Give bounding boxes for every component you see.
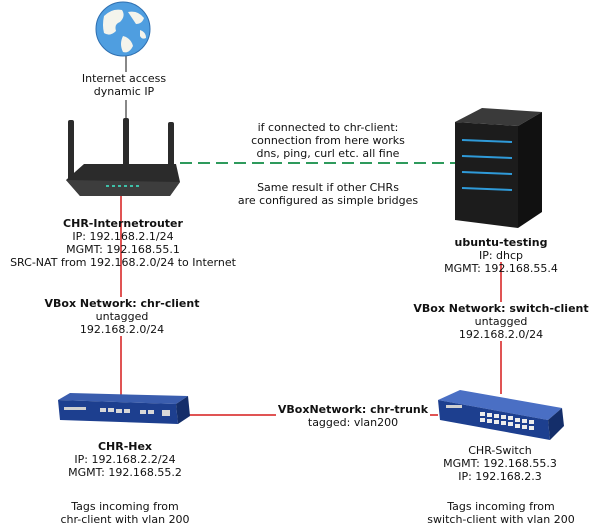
note-line-1: if connected to chr-client: xyxy=(257,121,399,134)
connection-note: if connected to chr-client: connection f… xyxy=(228,121,428,160)
chr-switch-tags-line-2: switch-client with vlan 200 xyxy=(427,513,575,526)
chr-switch-name: CHR-Switch xyxy=(468,444,532,457)
switch-client-network-label: VBox Network: switch-client untagged 192… xyxy=(406,302,593,341)
hex-tags-note: Tags incoming from chr-client with vlan … xyxy=(40,500,210,526)
chr-client-network-mode: untagged xyxy=(93,310,151,323)
ubuntu-name: ubuntu-testing xyxy=(430,236,572,249)
chr-client-network-name: VBox Network: chr-client xyxy=(42,297,202,310)
hex-label: CHR-Hex IP: 192.168.2.2/24 MGMT: 192.168… xyxy=(50,440,200,479)
server-tower-icon xyxy=(455,108,542,228)
note-line-3: dns, ping, curl etc. all fine xyxy=(256,147,400,160)
internetrouter-name: CHR-Internetrouter xyxy=(63,217,183,230)
switch-client-network-name: VBox Network: switch-client xyxy=(411,302,591,315)
chr-switch-mgmt: MGMT: 192.168.55.3 xyxy=(443,457,557,470)
hex-ip: IP: 192.168.2.2/24 xyxy=(74,453,176,466)
dynamic-ip-line: dynamic IP xyxy=(93,85,155,98)
note-line-2: connection from here works xyxy=(251,134,405,147)
chr-client-network-label: VBox Network: chr-client untagged 192.16… xyxy=(36,297,208,336)
chr-switch-label: CHR-Switch MGMT: 192.168.55.3 IP: 192.16… xyxy=(430,444,570,483)
network-switch-icon xyxy=(438,390,564,440)
internetrouter-label: CHR-Internetrouter IP: 192.168.2.1/24 MG… xyxy=(0,217,246,269)
trunk-network-label: VBoxNetwork: chr-trunk tagged: vlan200 xyxy=(268,403,438,429)
internet-access-label: Internet access dynamic IP xyxy=(66,72,182,98)
hex-tags-line-1: Tags incoming from xyxy=(71,500,179,513)
trunk-network-mode: tagged: vlan200 xyxy=(307,416,399,429)
note-line-4: Same result if other CHRs xyxy=(257,181,399,194)
hex-tags-line-2: chr-client with vlan 200 xyxy=(60,513,190,526)
chr-client-network-subnet: 192.168.2.0/24 xyxy=(77,323,167,336)
ubuntu-mgmt: MGMT: 192.168.55.4 xyxy=(444,262,558,275)
network-switch-icon xyxy=(58,393,190,424)
hex-mgmt: MGMT: 192.168.55.2 xyxy=(68,466,182,479)
hex-name: CHR-Hex xyxy=(97,440,153,453)
globe-icon xyxy=(95,1,151,57)
internet-access-line: Internet access xyxy=(81,72,167,85)
switch-client-network-subnet: 192.168.2.0/24 xyxy=(456,328,546,341)
chr-switch-tags-note: Tags incoming from switch-client with vl… xyxy=(414,500,588,526)
bridge-note: Same result if other CHRs are configured… xyxy=(228,181,428,207)
chr-switch-tags-line-1: Tags incoming from xyxy=(447,500,555,513)
internetrouter-mgmt: MGMT: 192.168.55.1 xyxy=(66,243,180,256)
chr-switch-ip: IP: 192.168.2.3 xyxy=(458,470,542,483)
ubuntu-ip: IP: dhcp xyxy=(476,249,526,262)
note-line-5: are configured as simple bridges xyxy=(237,194,419,207)
internetrouter-nat: SRC-NAT from 192.168.2.0/24 to Internet xyxy=(10,256,236,269)
ubuntu-label: ubuntu-testing IP: dhcp MGMT: 192.168.55… xyxy=(430,236,572,275)
trunk-network-name: VBoxNetwork: chr-trunk xyxy=(275,403,431,416)
switch-client-network-mode: untagged xyxy=(472,315,530,328)
internetrouter-ip: IP: 192.168.2.1/24 xyxy=(72,230,174,243)
wireless-router-icon xyxy=(66,118,180,196)
